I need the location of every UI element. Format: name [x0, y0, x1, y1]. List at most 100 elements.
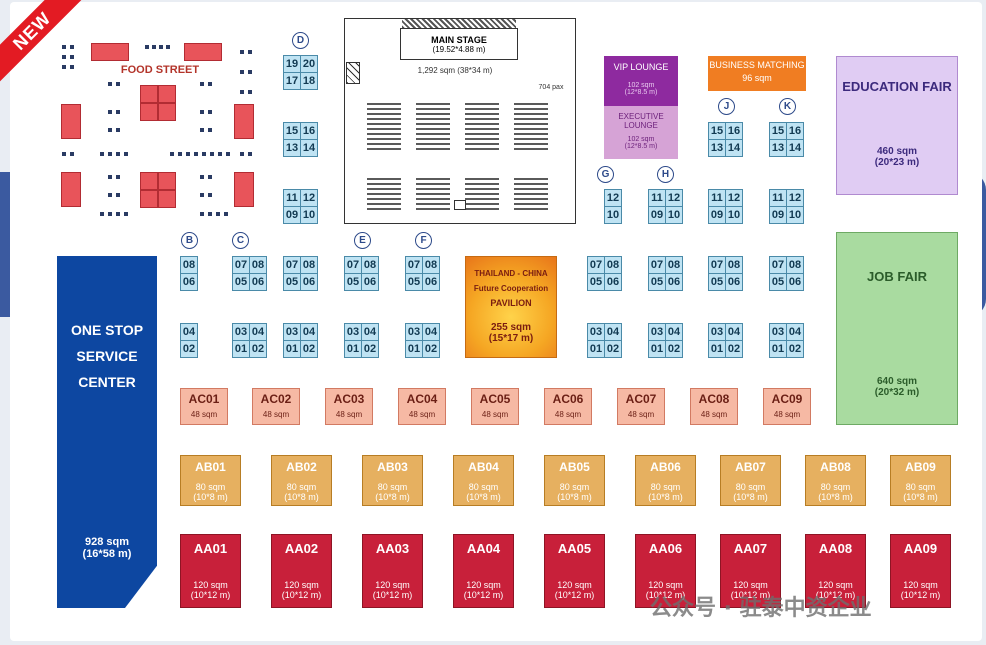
booth[interactable]: 13 [769, 139, 787, 157]
booth[interactable]: 05 [283, 273, 301, 291]
booth[interactable]: 03 [708, 323, 726, 341]
booth[interactable]: 12 [665, 189, 683, 207]
booth[interactable]: 02 [180, 340, 198, 358]
booth[interactable]: 15 [708, 122, 726, 140]
booth[interactable]: 11 [283, 189, 301, 207]
booth[interactable]: 03 [283, 323, 301, 341]
booth[interactable]: 06 [300, 273, 318, 291]
booth[interactable]: 11 [648, 189, 666, 207]
booth[interactable]: 04 [604, 323, 622, 341]
booth[interactable]: 04 [180, 323, 198, 341]
booth[interactable]: 10 [665, 206, 683, 224]
booth[interactable]: 04 [665, 323, 683, 341]
booth[interactable]: 09 [708, 206, 726, 224]
booth[interactable]: 11 [769, 189, 787, 207]
booth[interactable]: 08 [249, 256, 267, 274]
booth[interactable]: 06 [180, 273, 198, 291]
booth[interactable]: 03 [405, 323, 423, 341]
booth[interactable]: 08 [786, 256, 804, 274]
booth[interactable]: 05 [769, 273, 787, 291]
booth[interactable]: 02 [725, 340, 743, 358]
booth[interactable]: 05 [232, 273, 250, 291]
booth[interactable]: 06 [361, 273, 379, 291]
booth[interactable]: 12 [786, 189, 804, 207]
booth[interactable]: 07 [283, 256, 301, 274]
booth[interactable]: 05 [708, 273, 726, 291]
booth[interactable]: 16 [725, 122, 743, 140]
booth[interactable]: 14 [725, 139, 743, 157]
booth[interactable]: 04 [786, 323, 804, 341]
booth[interactable]: 08 [422, 256, 440, 274]
booth[interactable]: 02 [665, 340, 683, 358]
booth[interactable]: 04 [725, 323, 743, 341]
booth[interactable]: 01 [769, 340, 787, 358]
booth[interactable]: 10 [786, 206, 804, 224]
booth[interactable]: 05 [587, 273, 605, 291]
booth[interactable]: 19 [283, 55, 301, 73]
booth[interactable]: 04 [361, 323, 379, 341]
booth[interactable]: 01 [283, 340, 301, 358]
booth[interactable]: 16 [300, 122, 318, 140]
booth[interactable]: 12 [725, 189, 743, 207]
booth[interactable]: 03 [232, 323, 250, 341]
booth[interactable]: 13 [708, 139, 726, 157]
booth[interactable]: 06 [725, 273, 743, 291]
booth[interactable]: 07 [769, 256, 787, 274]
booth[interactable]: 10 [300, 206, 318, 224]
booth[interactable]: 06 [604, 273, 622, 291]
booth[interactable]: 02 [604, 340, 622, 358]
booth[interactable]: 16 [786, 122, 804, 140]
booth[interactable]: 08 [604, 256, 622, 274]
booth[interactable]: 05 [648, 273, 666, 291]
booth[interactable]: 01 [648, 340, 666, 358]
booth[interactable]: 01 [587, 340, 605, 358]
booth[interactable]: 06 [665, 273, 683, 291]
booth[interactable]: 09 [648, 206, 666, 224]
booth[interactable]: 09 [283, 206, 301, 224]
booth[interactable]: 11 [708, 189, 726, 207]
booth[interactable]: 15 [769, 122, 787, 140]
booth[interactable]: 07 [344, 256, 362, 274]
booth[interactable]: 02 [786, 340, 804, 358]
booth[interactable]: 03 [587, 323, 605, 341]
booth[interactable]: 07 [708, 256, 726, 274]
booth[interactable]: 14 [300, 139, 318, 157]
booth[interactable]: 04 [249, 323, 267, 341]
booth[interactable]: 07 [232, 256, 250, 274]
booth[interactable]: 06 [249, 273, 267, 291]
booth[interactable]: 02 [300, 340, 318, 358]
booth[interactable]: 08 [180, 256, 198, 274]
booth[interactable]: 01 [232, 340, 250, 358]
booth[interactable]: 03 [648, 323, 666, 341]
booth[interactable]: 01 [708, 340, 726, 358]
booth[interactable]: 07 [405, 256, 423, 274]
booth[interactable]: 12 [300, 189, 318, 207]
booth[interactable]: 01 [344, 340, 362, 358]
booth[interactable]: 15 [283, 122, 301, 140]
booth[interactable]: 08 [665, 256, 683, 274]
booth[interactable]: 02 [422, 340, 440, 358]
booth[interactable]: 13 [283, 139, 301, 157]
booth[interactable]: 04 [300, 323, 318, 341]
booth[interactable]: 06 [786, 273, 804, 291]
